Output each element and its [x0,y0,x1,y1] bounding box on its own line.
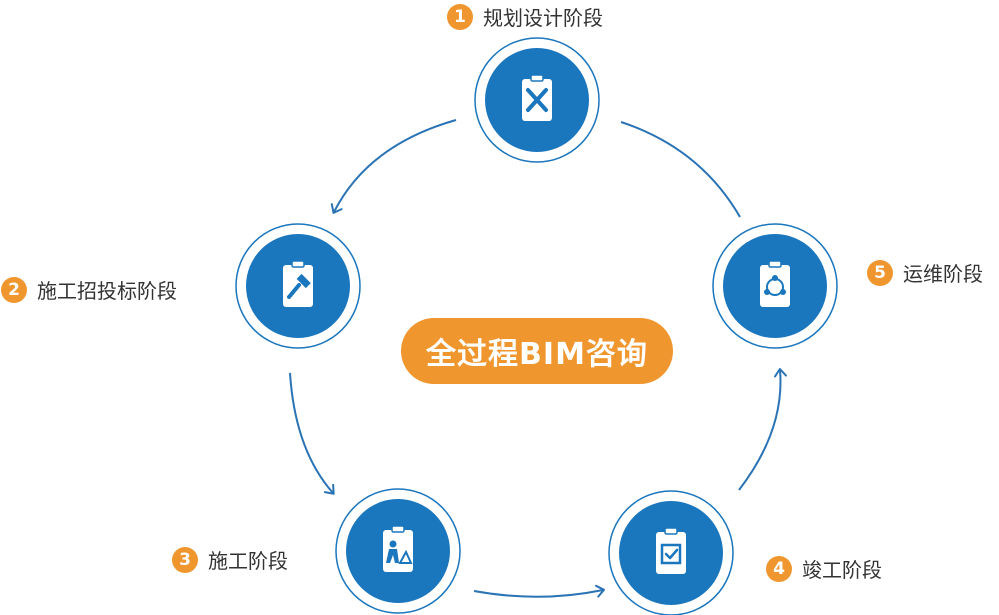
stage-label-5: 5 运维阶段 [867,258,983,287]
flow-arrows [289,119,787,598]
stage-node-1 [474,37,600,163]
maintenance-cycle-icon [760,260,790,307]
arrow-2-to-3 [289,372,335,495]
stage-number-badge: 4 [766,555,792,582]
stage-node-4 [608,490,734,615]
arrow-3-to-4 [473,584,605,598]
construction-worker-icon [383,525,413,572]
stage-number-badge: 5 [867,259,893,286]
checkbox-icon [656,527,686,574]
stage-label-1: 1 规划设计阶段 [447,2,603,31]
arrow-5-to-1 [620,121,741,218]
gavel-icon [283,260,313,307]
stage-title: 施工招投标阶段 [37,279,177,303]
stage-label-3: 3 施工阶段 [172,545,288,574]
ruler-pencil-icon [522,74,552,121]
stage-number-badge: 3 [172,546,198,573]
arrow-4-to-5 [738,368,787,491]
stage-title: 规划设计阶段 [483,6,603,30]
stage-title: 运维阶段 [903,262,983,286]
stage-title: 施工阶段 [208,549,288,573]
stage-node-3 [335,488,461,614]
stage-number-badge: 1 [447,3,473,30]
arrow-1-to-2 [330,119,457,214]
stage-label-2: 2 施工招投标阶段 [1,275,177,304]
stage-number-badge: 2 [1,276,27,303]
stage-node-5 [712,223,838,349]
stage-title: 竣工阶段 [802,558,882,582]
stage-label-4: 4 竣工阶段 [766,554,882,583]
stage-node-2 [235,223,361,349]
center-title-pill: 全过程BIM咨询 [401,318,673,384]
